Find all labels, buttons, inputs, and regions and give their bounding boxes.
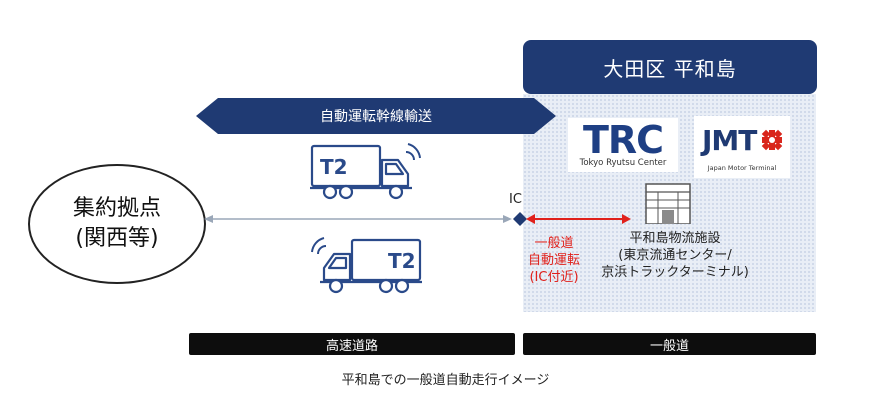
district-title: 大田区 平和島 [523, 40, 817, 94]
ic-label: IC [509, 192, 522, 207]
consolidation-hub: 集約拠点 (関西等) [28, 164, 206, 284]
expressway-connector [204, 215, 512, 223]
trunk-transport-banner: 自動運転幹線輸送 [196, 98, 556, 134]
arrow-right-icon [622, 214, 631, 224]
ic-diamond-icon [513, 212, 527, 226]
jmt-emblem-icon [761, 129, 783, 151]
arrow-right-icon [503, 215, 512, 223]
general-road-bar: 一般道 [523, 333, 816, 355]
hub-sublabel: (関西等) [75, 226, 159, 251]
autonomous-truck-icon: T2 [311, 237, 422, 294]
trc-logo: TRC [582, 118, 664, 162]
jmt-logo-subtitle: Japan Motor Terminal [707, 164, 777, 172]
trc-logo-subtitle: Tokyo Ryutsu Center [579, 158, 667, 168]
truck-badge: T2 [320, 155, 348, 179]
warehouse-building-icon [645, 183, 691, 224]
autonomous-truck-icon: T2 [310, 143, 421, 200]
expressway-bar: 高速道路 [189, 333, 515, 355]
local-autonomous-label: 一般道 自動運転 (IC付近) [527, 236, 580, 285]
double-arrow-shape [196, 98, 556, 134]
arrow-left-icon [526, 214, 535, 224]
hub-label: 集約拠点 [72, 196, 161, 221]
facility-label: 平和島物流施設 (東京流通センター/ 京浜トラックターミナル) [601, 231, 749, 280]
truck-badge: T2 [388, 249, 416, 273]
arrow-left-icon [204, 215, 213, 223]
jmt-logo: JMT [702, 124, 757, 157]
figure-caption: 平和島での一般道自動走行イメージ [341, 373, 550, 388]
local-road-arrow [526, 214, 631, 224]
banner-label: 自動運転幹線輸送 [320, 109, 432, 125]
trc-logo-box [568, 118, 678, 172]
